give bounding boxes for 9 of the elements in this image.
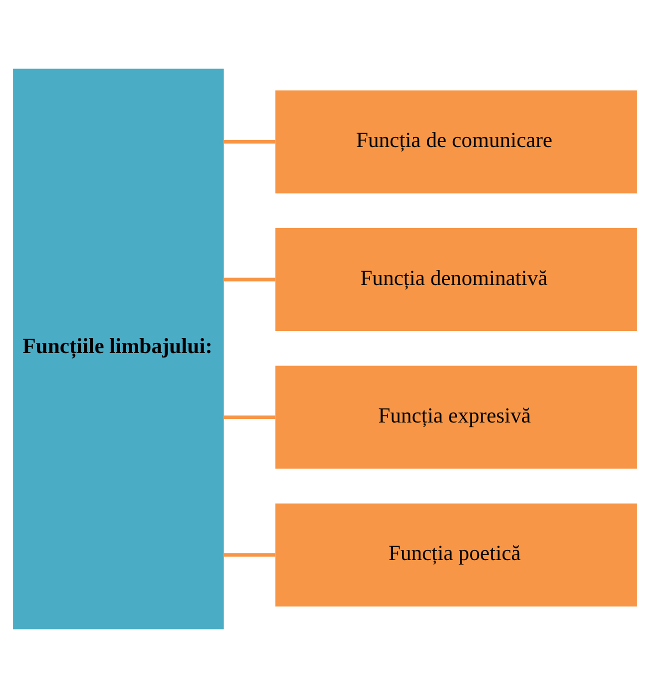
node-box: Funcțiile limbajului: [13,68,224,629]
connector [224,552,276,556]
node-box: Funcția expresivă [275,365,637,468]
node-box: Funcția poetică [275,502,637,606]
connector [224,140,276,144]
node-box: Funcția de comunicare [275,90,637,193]
connector [224,414,276,419]
node-box: Funcția denominativă [275,228,637,331]
connector [224,277,276,281]
